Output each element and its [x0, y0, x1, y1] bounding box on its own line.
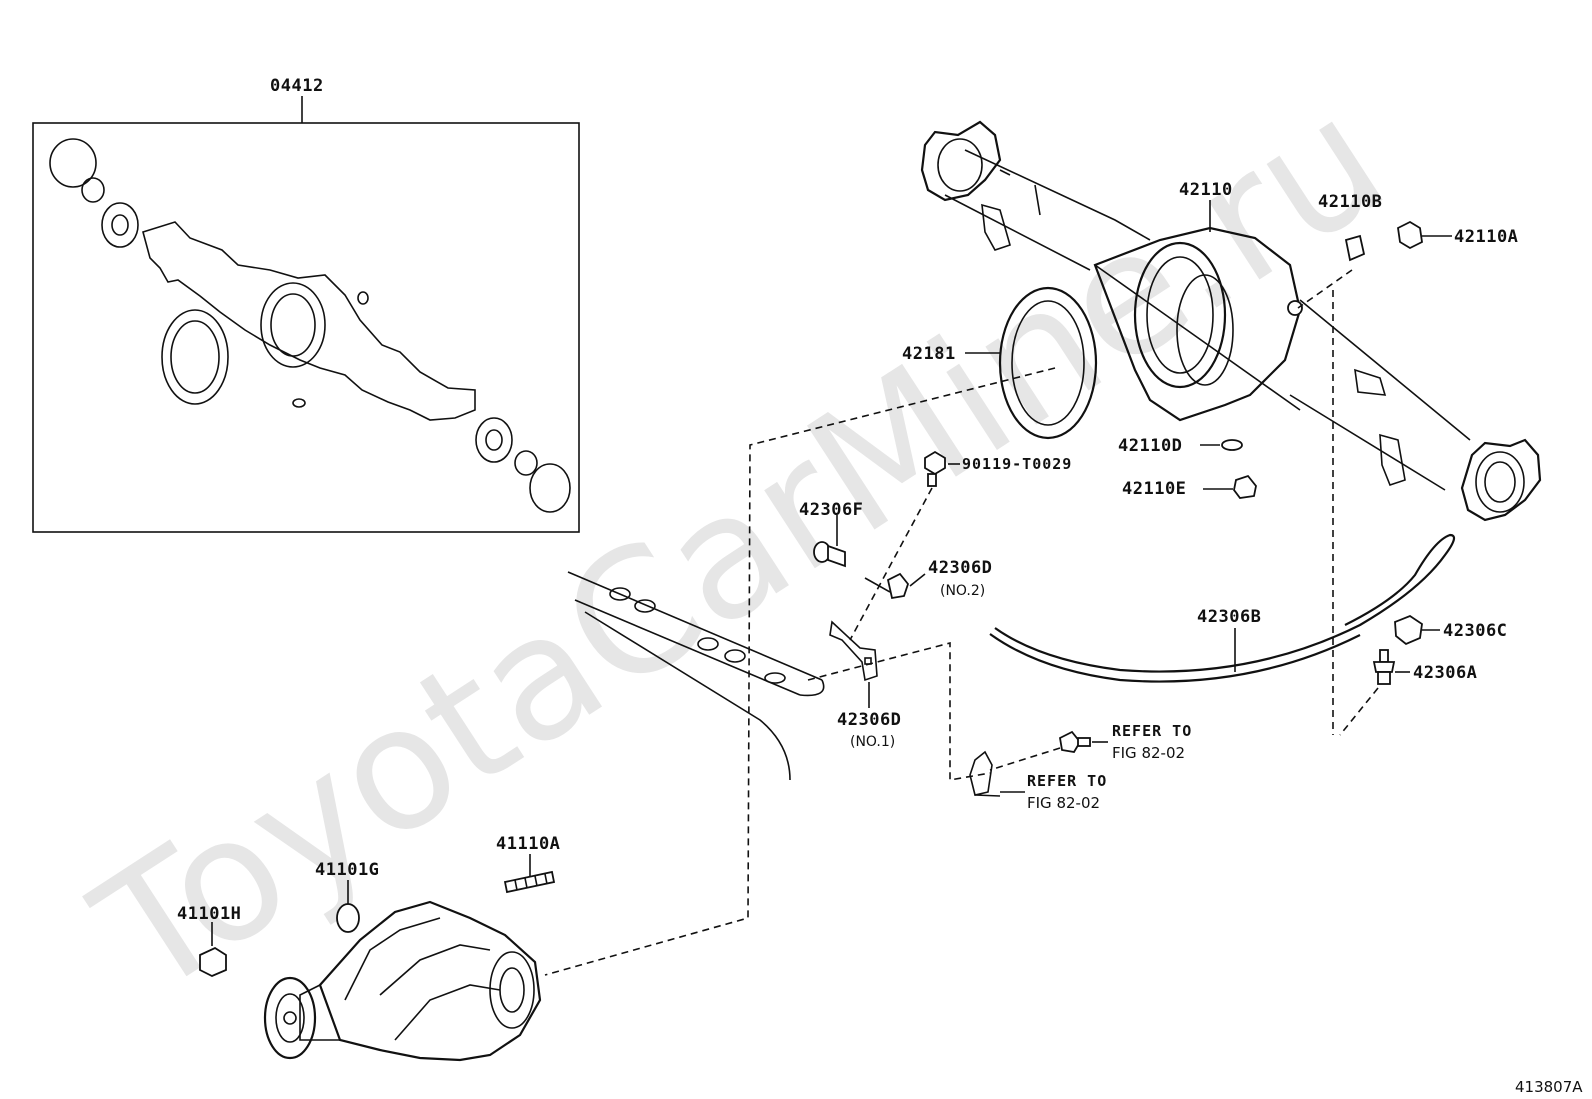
nut-41101h [199, 946, 227, 977]
plug-42110b [1344, 234, 1366, 262]
bracket-refer-2 [969, 750, 1001, 797]
label-04412: 04412 [270, 76, 324, 96]
refer-2-line1: REFER TO [1027, 772, 1107, 790]
union-refer-1 [1059, 730, 1091, 753]
leader-42306a-dash [1339, 687, 1379, 736]
leader-42306d-no2 [909, 573, 926, 587]
label-42110: 42110 [1179, 180, 1233, 200]
watermark: ToyotaCarMine.ru [64, 59, 1418, 1034]
label-41101h: 41101H [177, 904, 241, 924]
leader-bolt-dash [849, 487, 933, 641]
gasket-42110d [1221, 439, 1243, 451]
differential-carrier [263, 900, 542, 1062]
label-42306c: 42306C [1443, 621, 1507, 641]
gasket-42181 [998, 286, 1098, 440]
gasket-kit-contents [49, 138, 571, 513]
label-41110a: 41110A [496, 834, 560, 854]
clamp-42306d-no2 [864, 572, 910, 600]
clip-42306c [1394, 614, 1423, 646]
gasket-42110e [1233, 474, 1257, 499]
bracket-42306d-no1 [829, 620, 878, 682]
label-42110e: 42110E [1122, 479, 1186, 499]
note-42306d-no1: (NO.1) [850, 734, 895, 750]
washer-41101g [336, 903, 360, 933]
bolt-90119-t0029 [924, 450, 946, 487]
label-90119-t0029: 90119-T0029 [962, 455, 1072, 473]
label-42306b: 42306B [1197, 607, 1261, 627]
plug-42110a [1397, 220, 1423, 250]
stud-41110a [503, 870, 556, 894]
label-42110b: 42110B [1318, 192, 1382, 212]
frame-rail [567, 571, 825, 781]
label-42306d-no2: 42306D [928, 558, 992, 578]
union-42306f [813, 541, 846, 568]
refer-1-line1: REFER TO [1112, 722, 1192, 740]
refer-1-dash [989, 747, 1061, 771]
label-42110d: 42110D [1118, 436, 1182, 456]
hose-42306b [989, 533, 1456, 683]
gasket-kit-box [32, 96, 580, 533]
label-42110a: 42110A [1454, 227, 1518, 247]
refer-2-line2: FIG 82-02 [1027, 794, 1100, 812]
joint-42306a [1372, 649, 1396, 685]
refer-1-line2: FIG 82-02 [1112, 744, 1185, 762]
label-41101g: 41101G [315, 860, 379, 880]
figure-code: 413807A [1515, 1078, 1583, 1096]
label-42306a: 42306A [1413, 663, 1477, 683]
label-42181: 42181 [902, 344, 956, 364]
label-42306f: 42306F [799, 500, 863, 520]
note-42306d-no2: (NO.2) [940, 583, 985, 599]
label-42306d-no1: 42306D [837, 710, 901, 730]
